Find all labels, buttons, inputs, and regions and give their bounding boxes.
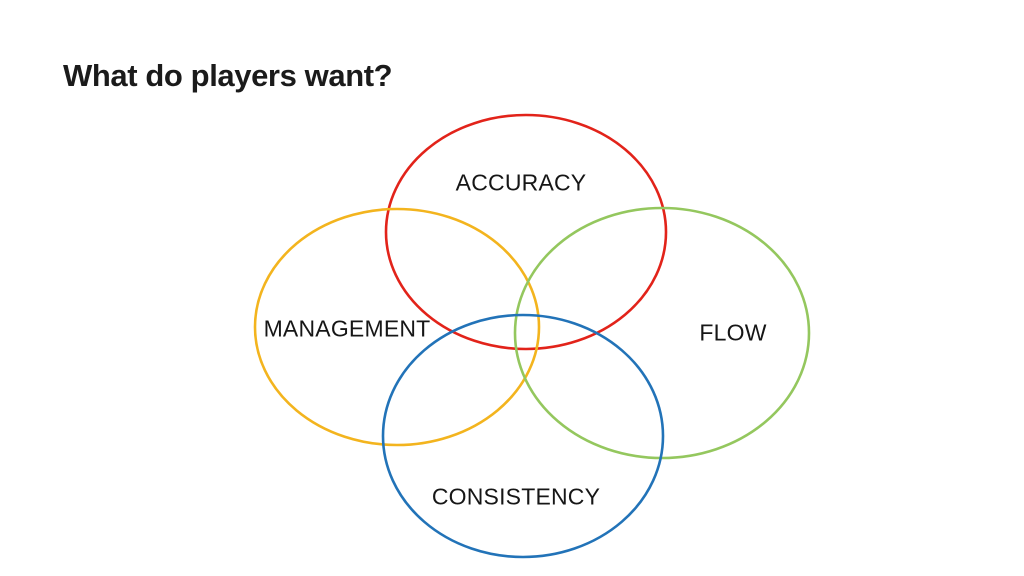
consistency-label: CONSISTENCY [431,483,601,510]
consistency-circle [381,313,665,559]
management-circle [253,207,541,447]
flow-label: FLOW [699,319,767,346]
accuracy-circle [384,113,668,351]
accuracy-label: ACCURACY [455,169,587,196]
slide-title: What do players want? [63,58,393,93]
management-label: MANAGEMENT [263,315,431,342]
